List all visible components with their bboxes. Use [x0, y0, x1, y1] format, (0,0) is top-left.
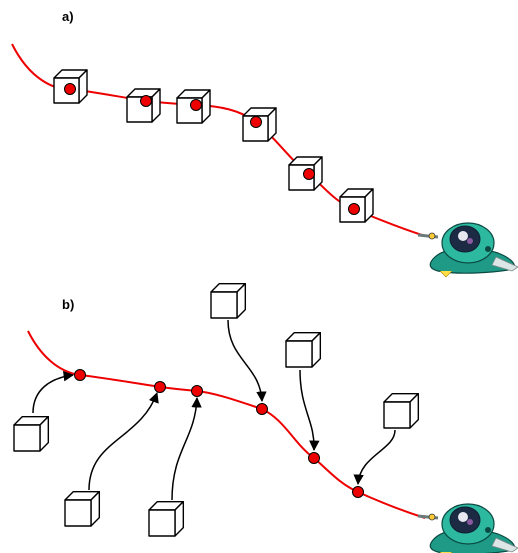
arrow-2	[88, 392, 159, 491]
trajectory-marker	[64, 83, 76, 95]
cube-icon	[13, 415, 50, 452]
trajectory-marker	[140, 95, 152, 107]
arrows-b	[32, 319, 396, 501]
trajectory-marker	[348, 203, 360, 215]
arrow-5	[299, 369, 320, 452]
trajectory-marker	[74, 369, 86, 381]
arrow-4	[227, 319, 267, 403]
markers-a	[64, 83, 360, 215]
trajectory-marker	[250, 116, 262, 128]
arrow-6	[353, 429, 396, 486]
trajectory-marker	[308, 452, 320, 464]
trajectory-marker	[190, 99, 202, 111]
trajectory-marker	[154, 381, 166, 393]
markers-b	[74, 369, 364, 498]
trajectory-marker	[303, 168, 315, 180]
trajectory-marker	[352, 486, 364, 498]
cube-icon	[242, 107, 277, 142]
spaceship-icon	[417, 222, 518, 278]
trajectory-marker	[191, 385, 203, 397]
panel-label-b: b)	[62, 297, 75, 312]
cube-icon	[64, 490, 101, 527]
panel-b	[13, 282, 426, 537]
trajectory-b	[27, 330, 426, 519]
panel-label-a: a)	[62, 9, 74, 24]
panel-a	[11, 43, 426, 237]
cube-icon	[383, 392, 420, 429]
spaceship-icon	[417, 503, 518, 553]
arrow-1	[32, 371, 75, 414]
cube-icon	[210, 282, 247, 319]
cubes-b	[13, 282, 420, 537]
cube-icon	[148, 500, 185, 537]
arrow-3	[171, 396, 202, 501]
cube-icon	[285, 331, 322, 368]
trajectory-marker	[256, 403, 268, 415]
cubes-a	[53, 69, 374, 223]
